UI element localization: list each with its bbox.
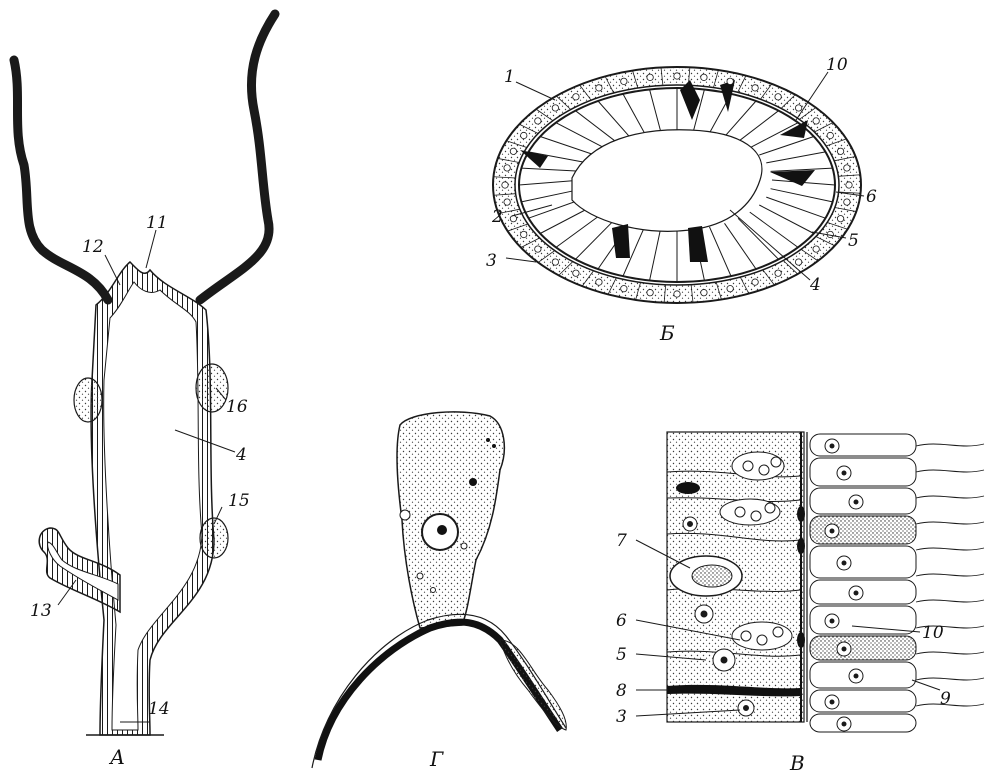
callout-a-14: 14	[148, 699, 170, 719]
callout-a-11: 11	[146, 213, 168, 233]
panel-g-label: Г	[429, 747, 444, 771]
panel-g-cell: Г	[312, 412, 566, 771]
callout-a-16: 16	[226, 397, 248, 417]
cell-muscle-process	[318, 622, 560, 760]
hydra-gonad-left	[74, 378, 102, 422]
hydra-gonad-16	[196, 364, 228, 412]
callout-v-10: 10	[922, 623, 944, 643]
nematocyst-capsule	[692, 565, 732, 587]
callout-v-8: 8	[616, 681, 627, 701]
callout-b-3: 3	[486, 251, 497, 271]
panel-v-epithelium: 7 6 5 8 3 10 9 В	[616, 432, 984, 775]
panel-v-label: В	[789, 751, 805, 775]
callout-b-4: 4	[809, 275, 821, 295]
callout-v-5: 5	[616, 645, 627, 665]
panel-b-label: Б	[659, 321, 675, 345]
callout-a-15: 15	[228, 491, 250, 511]
cell-process-tip	[500, 640, 566, 730]
callout-v-9: 9	[940, 689, 951, 709]
panel-b-cross-section: 1 10 6 2 5 3 4 Б	[486, 55, 877, 345]
callout-a-12: 12	[82, 237, 104, 257]
callout-b-2: 2	[491, 207, 503, 227]
callout-a-13: 13	[30, 601, 52, 621]
callout-b-5: 5	[848, 231, 859, 251]
callout-b-1: 1	[504, 67, 515, 87]
callout-a-4: 4	[235, 445, 247, 465]
callout-b-6: 6	[866, 187, 877, 207]
epithelium-right-cells	[810, 434, 916, 732]
hydra-gastric-cavity	[104, 282, 202, 730]
panel-a-hydra: 11 12 16 4 15 13 14 А	[14, 14, 275, 769]
callout-b-10: 10	[826, 55, 848, 75]
endoderm-flagella	[916, 444, 984, 706]
panel-a-label: А	[108, 745, 125, 769]
callout-v-6: 6	[616, 611, 627, 631]
callout-v-3: 3	[616, 707, 627, 727]
hydra-right-tentacle	[200, 14, 275, 300]
callout-v-7: 7	[616, 531, 627, 551]
